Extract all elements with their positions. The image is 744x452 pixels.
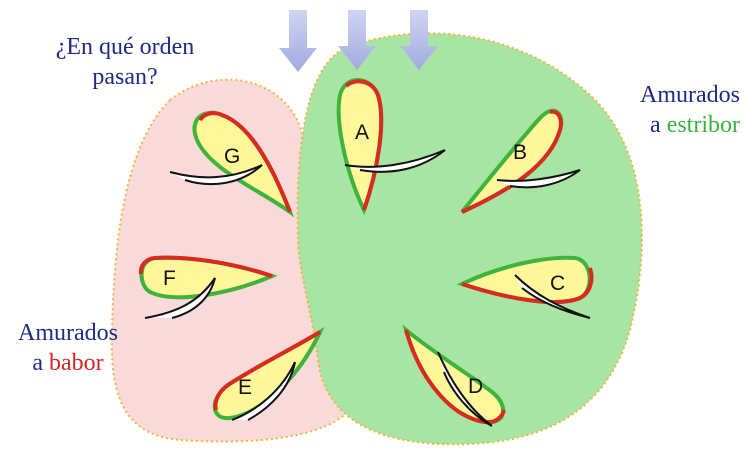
question-text: ¿En qué orden pasan? (40, 32, 210, 92)
port-label-line-1: Amurados (18, 320, 118, 346)
wind-arrow-icon (279, 10, 317, 72)
wind-arrow-icon (400, 10, 438, 70)
starboard-label-line-1: Amurados (640, 82, 740, 108)
starboard-label-line-2: a estribor (620, 110, 740, 140)
port-label-line-2: a babor (8, 348, 128, 378)
boat-b: B (460, 108, 581, 214)
question-line-2: pasan? (92, 64, 158, 90)
starboard-label-prefix: a (650, 112, 661, 138)
boat-label-c: C (550, 272, 565, 295)
boat-g: G (169, 110, 295, 218)
boat-a: A (336, 78, 446, 216)
boat-label-d: D (468, 375, 483, 398)
boat-e: E (212, 326, 325, 421)
boat-f: F (138, 255, 278, 319)
question-line-1: ¿En qué orden (55, 34, 195, 60)
boat-label-f: F (163, 267, 176, 290)
starboard-label-side: estribor (666, 112, 740, 138)
boat-c: C (456, 255, 594, 319)
boat-label-e: E (238, 376, 252, 399)
boat-label-g: G (224, 145, 240, 168)
boat-d: D (402, 324, 506, 427)
starboard-tack-label: Amurados a estribor (620, 80, 740, 140)
port-label-prefix: a (32, 350, 43, 376)
boat-label-b: B (513, 141, 527, 164)
port-tack-label: Amurados a babor (8, 318, 128, 378)
wind-arrow-icon (338, 10, 376, 70)
boat-label-a: A (355, 121, 369, 144)
port-label-side: babor (49, 350, 104, 376)
